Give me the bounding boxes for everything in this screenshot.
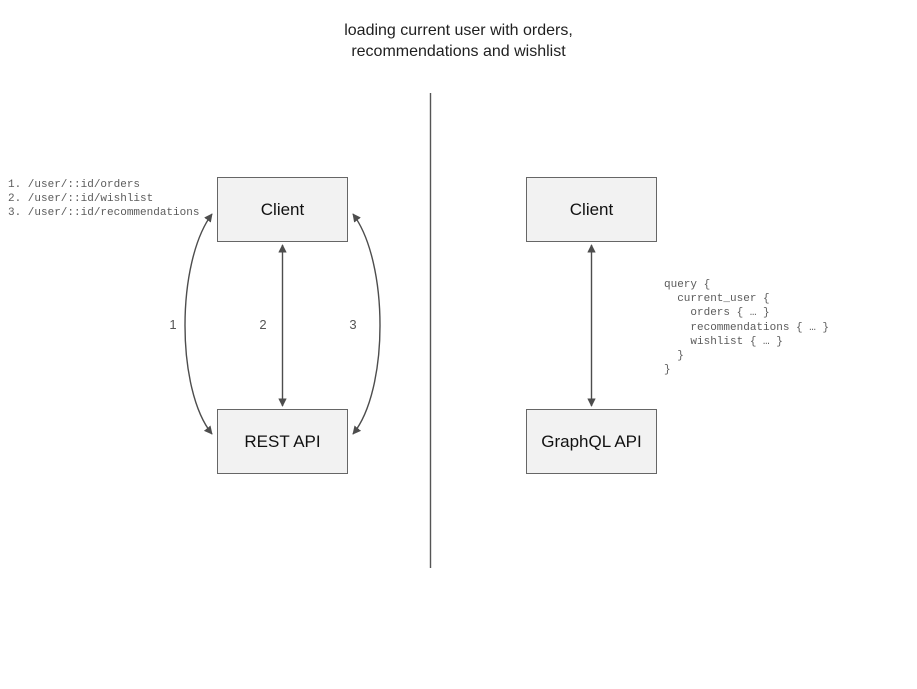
node-graphql-api[interactable]: GraphQL API [526,409,657,474]
node-rest-api[interactable]: REST API [217,409,348,474]
rest-endpoint-list: 1. /user/::id/orders 2. /user/::id/wishl… [8,179,200,220]
node-graphql-api-label: GraphQL API [541,431,642,451]
rest-edge-3-label: 3 [349,317,357,332]
node-rest-client[interactable]: Client [217,177,348,242]
rest-edge-3-arrow [352,213,381,435]
node-graphql-client-label: Client [569,199,614,219]
rest-edge-2-label: 2 [259,317,267,332]
node-rest-api-label: REST API [244,431,321,451]
node-graphql-client[interactable]: Client [526,177,657,242]
page-title: loading current user with orders, recomm… [344,22,573,60]
rest-edge-1-arrow [184,213,213,435]
rest-edge-1-label: 1 [169,317,177,332]
graphql-query-snippet: query { current_user { orders { … } reco… [664,279,830,377]
node-rest-client-label: Client [260,199,305,219]
